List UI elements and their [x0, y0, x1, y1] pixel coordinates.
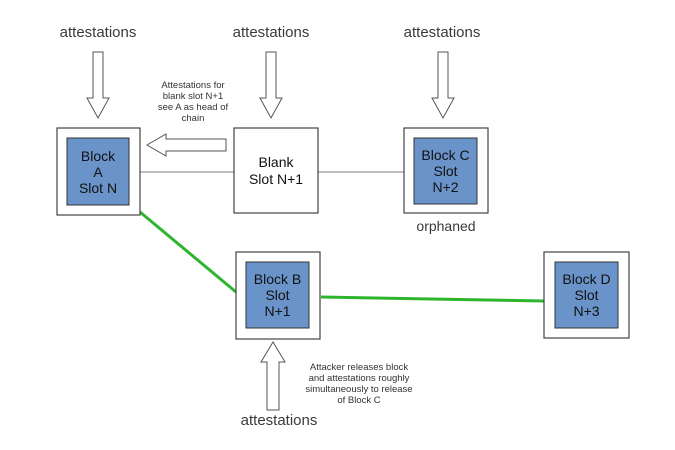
note-line: and attestations roughly	[308, 373, 410, 384]
canonical-link-b-d	[320, 295, 545, 303]
block-b	[245, 261, 310, 329]
left-arrow-icon	[146, 133, 227, 157]
attestations-label: attestations	[232, 24, 310, 41]
block-a	[66, 137, 130, 206]
block-d-slot-number: N+3	[573, 303, 600, 319]
block-d	[554, 261, 619, 329]
block-d-slot-word: Slot	[574, 287, 599, 303]
block-a-id: A	[93, 163, 103, 180]
block-a-label: Block A Slot N	[67, 138, 129, 205]
block-c-label: Block C Slot N+2	[414, 138, 477, 204]
down-arrow-icon	[431, 51, 455, 120]
block-d-label: Block D Slot N+3	[555, 262, 618, 328]
blank-slot-title: Blank	[258, 153, 294, 170]
block-b-slot-word: Slot	[265, 287, 290, 303]
down-arrow-icon	[86, 51, 110, 120]
note-line: chain	[181, 113, 205, 124]
block-c-slot-word: Slot	[433, 163, 458, 179]
blank-slot-attestation-note: Attestations for blank slot N+1 see A as…	[146, 80, 240, 124]
block-b-title: Block B	[253, 271, 302, 287]
block-d-title: Block D	[562, 271, 611, 287]
note-line: Attestations for	[161, 80, 225, 91]
block-a-title: Block	[80, 147, 116, 164]
attacker-note: Attacker releases block and attestations…	[296, 362, 422, 406]
block-c-slot-number: N+2	[432, 179, 459, 195]
blank-slot	[233, 127, 319, 214]
attestations-label: attestations	[403, 24, 481, 41]
blank-slot-label: Blank Slot N+1	[234, 128, 318, 213]
note-line: blank slot N+1	[162, 91, 224, 102]
attestations-label: attestations	[59, 24, 137, 41]
block-b-label: Block B Slot N+1	[246, 262, 309, 328]
down-arrow-icon	[259, 51, 283, 120]
attestations-label: attestations	[240, 412, 318, 429]
block-c	[413, 137, 478, 205]
orphaned-label: orphaned	[416, 218, 476, 234]
block-b-slot-number: N+1	[264, 303, 291, 319]
up-arrow-icon	[260, 341, 286, 411]
block-c-title: Block C	[421, 147, 470, 163]
note-line: see A as head of	[157, 102, 229, 113]
note-line: of Block C	[337, 395, 381, 406]
canonical-link-a-b	[139, 210, 237, 294]
blank-slot-slot: Slot N+1	[248, 170, 304, 187]
note-line: simultaneously to release	[305, 384, 413, 395]
note-line: Attacker releases block	[309, 362, 409, 373]
block-a-slot: Slot N	[78, 179, 118, 196]
